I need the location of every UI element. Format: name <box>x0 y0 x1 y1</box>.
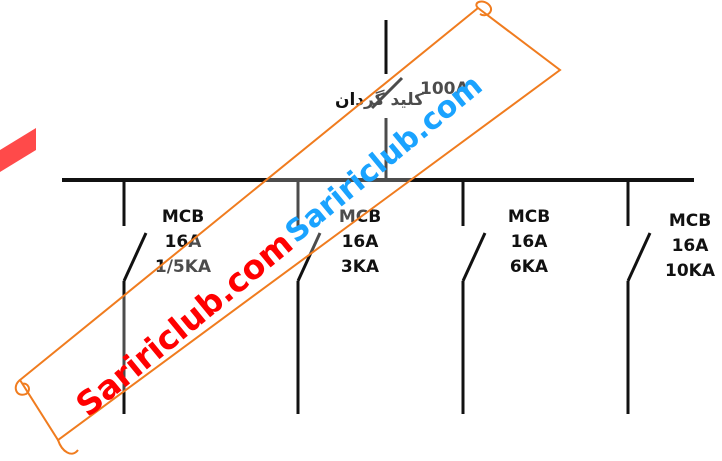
breaker-4-capacity: 10KA <box>665 261 716 281</box>
breaker-3-current: 16A <box>511 232 549 252</box>
branch-3-breaker-blade <box>461 232 487 282</box>
watermark-scroll-bottom-tail <box>57 439 79 455</box>
main-switch-label: کلید گردان <box>335 89 424 110</box>
watermark-scroll-top-curl <box>475 0 492 17</box>
breaker-3-type: MCB <box>508 207 550 227</box>
watermark-scroll <box>14 0 562 455</box>
branch-2-breaker-blade <box>296 232 322 282</box>
breaker-2-current: 16A <box>342 232 380 252</box>
decorative-red-stripe <box>0 128 36 172</box>
breaker-1-capacity: 1/5KA <box>155 257 212 277</box>
main-switch-rating: 100A <box>420 79 469 99</box>
breaker-4-type: MCB <box>669 211 711 231</box>
watermark-scroll-bottom-curl <box>14 379 30 396</box>
breaker-4-current: 16A <box>672 236 710 256</box>
main-switch-blade <box>370 76 404 110</box>
breaker-2-capacity: 3KA <box>341 257 380 277</box>
breaker-1-type: MCB <box>162 207 204 227</box>
branch-4-breaker-blade <box>626 232 652 282</box>
watermark-scroll-body <box>18 6 562 442</box>
branch-1-breaker-blade <box>122 232 148 282</box>
breaker-1-current: 16A <box>165 232 203 252</box>
breaker-3-capacity: 6KA <box>510 257 549 277</box>
